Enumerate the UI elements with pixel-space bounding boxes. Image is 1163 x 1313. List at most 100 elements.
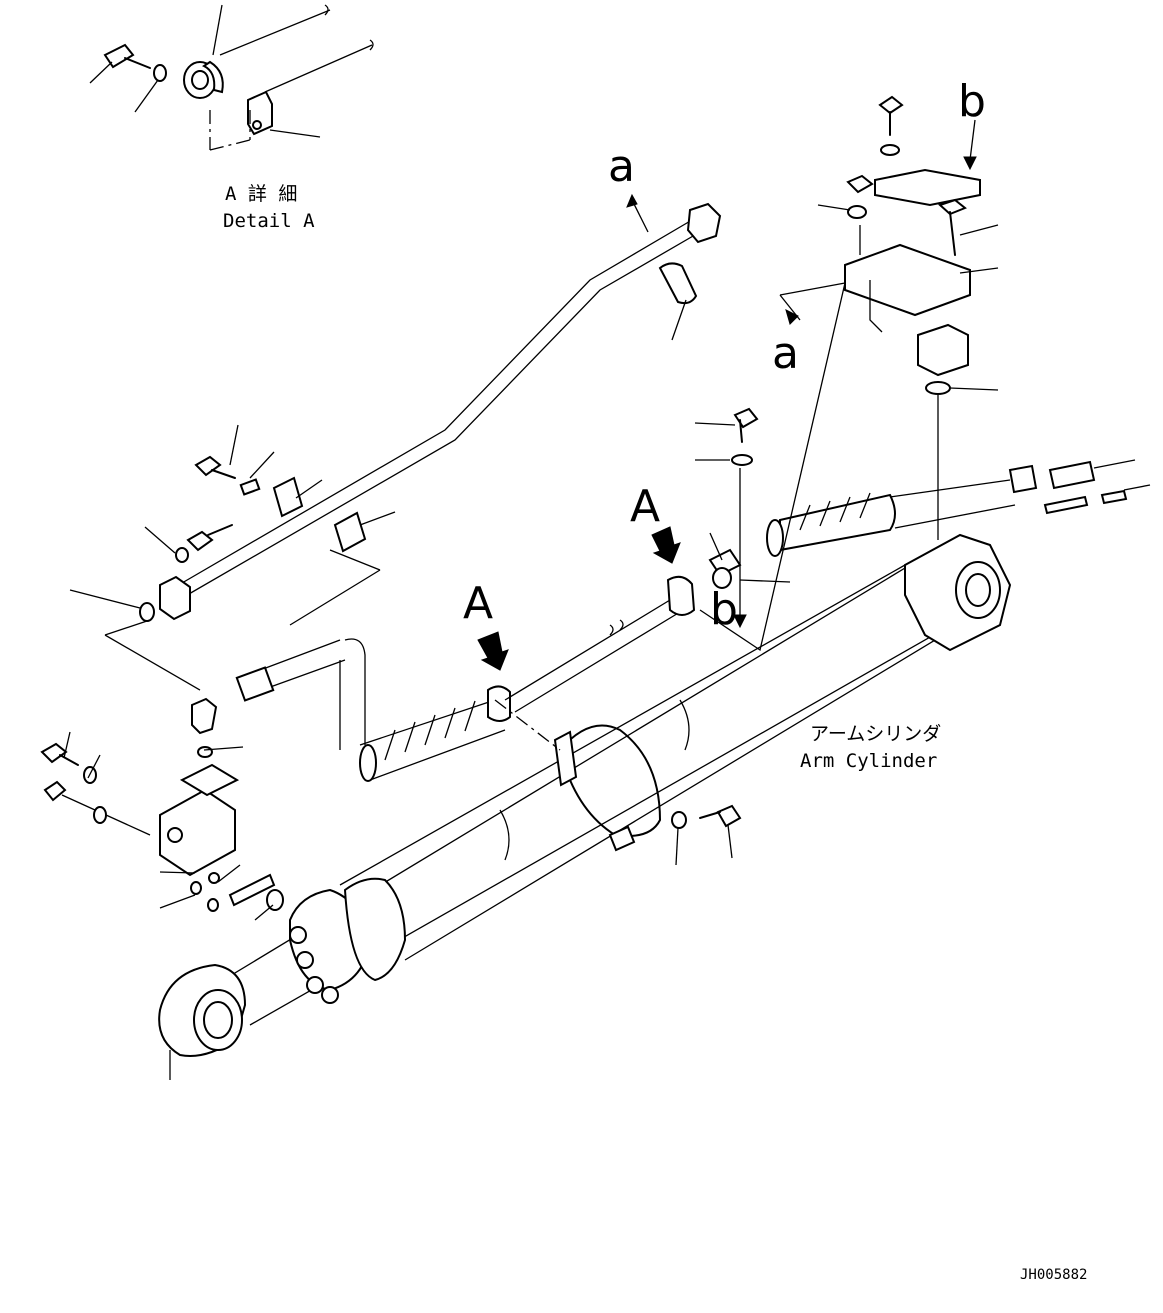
tube-flange-top bbox=[686, 202, 722, 244]
bolt-shank bbox=[949, 211, 956, 256]
o-ring bbox=[266, 889, 284, 911]
leader-line bbox=[949, 387, 999, 391]
arm-cylinder-title-en: Arm Cylinder bbox=[800, 750, 938, 772]
hose-sleeve-end bbox=[766, 519, 784, 557]
detail-break-mark bbox=[369, 39, 374, 51]
arrow-a-head bbox=[785, 309, 799, 325]
detail-a-view bbox=[89, 4, 374, 151]
hose-fitting bbox=[235, 666, 275, 702]
o-ring bbox=[197, 746, 213, 758]
hose-loop bbox=[339, 638, 366, 750]
o-ring bbox=[925, 381, 951, 395]
bolt-shank bbox=[699, 811, 721, 819]
hose-spiral-guard bbox=[384, 700, 476, 761]
bolt-shank bbox=[59, 754, 79, 766]
leader-line bbox=[817, 204, 851, 211]
group-line bbox=[329, 549, 381, 571]
mounting-bracket bbox=[844, 243, 971, 317]
bolt-shank bbox=[739, 419, 743, 443]
tube-edge-upper bbox=[169, 219, 693, 591]
leader-line bbox=[212, 4, 223, 56]
bolt-head bbox=[194, 455, 222, 477]
group-line bbox=[104, 619, 151, 636]
clamp-ring bbox=[712, 567, 732, 589]
tube-edge-lower bbox=[181, 231, 701, 599]
leader-line bbox=[69, 589, 141, 609]
leader-line bbox=[229, 424, 239, 466]
leader-line bbox=[694, 422, 736, 426]
valve-assembly bbox=[40, 697, 284, 921]
bolt-shank bbox=[124, 57, 151, 69]
detail-tube-line bbox=[264, 44, 373, 93]
rod-end-eye-inner bbox=[203, 1001, 233, 1039]
valve-block-upper bbox=[917, 323, 969, 377]
leader-line bbox=[269, 129, 321, 138]
o-ring bbox=[139, 602, 155, 622]
bracket-assembly bbox=[699, 95, 999, 652]
valve-port bbox=[167, 827, 183, 843]
hose-end-fitting bbox=[1008, 464, 1038, 494]
leader-line bbox=[671, 299, 687, 341]
leader-line bbox=[134, 79, 159, 113]
detail-tube-line bbox=[219, 9, 331, 56]
adapter bbox=[228, 873, 276, 907]
bolt-head bbox=[733, 407, 759, 429]
seal-bead bbox=[306, 976, 324, 994]
bracket-leg bbox=[869, 280, 883, 333]
tube-clamp bbox=[666, 575, 696, 616]
upper-plate bbox=[874, 168, 981, 207]
leader-line bbox=[359, 511, 396, 526]
group-line bbox=[289, 569, 381, 626]
leader-line bbox=[254, 904, 274, 921]
plug bbox=[190, 881, 202, 895]
drawing-code: JH005882 bbox=[1020, 1267, 1088, 1283]
bracket-plate bbox=[333, 511, 367, 553]
leader-line bbox=[959, 267, 999, 274]
bolt-head bbox=[716, 804, 742, 828]
band-clamp bbox=[494, 699, 742, 866]
leader-line bbox=[159, 871, 196, 874]
hose-left bbox=[235, 638, 511, 782]
view-a-left-label: A bbox=[463, 578, 494, 629]
tube-mid-edges bbox=[504, 599, 681, 713]
arrow-a-line bbox=[779, 282, 846, 296]
arrow-b-head bbox=[963, 156, 977, 171]
bolt-head bbox=[103, 43, 135, 69]
hose-end-edges bbox=[254, 639, 346, 691]
detail-a-title-en: Detail A bbox=[223, 210, 315, 232]
group-line bbox=[104, 634, 201, 691]
steel-tube bbox=[159, 193, 722, 621]
clamp-hole bbox=[252, 120, 262, 130]
arm-cylinder bbox=[158, 533, 1012, 1080]
bolt-head bbox=[878, 95, 904, 115]
tube-break-mark bbox=[609, 619, 624, 636]
leader-line bbox=[87, 754, 101, 779]
bolt-head bbox=[938, 198, 967, 216]
seal-bead bbox=[289, 926, 307, 944]
washer bbox=[671, 811, 687, 829]
cylinder-barrel bbox=[339, 564, 961, 961]
leader-line bbox=[89, 61, 113, 84]
band-clamp-lug bbox=[608, 825, 636, 852]
view-arrows bbox=[477, 526, 681, 671]
leader-line bbox=[144, 526, 176, 554]
tube-flange-bottom bbox=[159, 575, 191, 621]
bolt-head bbox=[40, 742, 68, 764]
arrow-a-head bbox=[626, 193, 638, 208]
hose-lower-edges bbox=[359, 699, 506, 781]
callout-b-mid: b bbox=[710, 584, 738, 635]
o-ring-small bbox=[208, 872, 220, 884]
leader-line bbox=[295, 479, 323, 499]
washer bbox=[880, 144, 900, 156]
washer bbox=[93, 806, 107, 824]
bracket-plate bbox=[272, 476, 304, 518]
leader-line bbox=[249, 451, 275, 479]
bolt-shank bbox=[207, 524, 233, 536]
cylinder-gland bbox=[343, 877, 407, 982]
pipe-stub bbox=[1123, 484, 1151, 491]
arrow-b-shaft bbox=[969, 119, 976, 161]
cylinder-head-eye-inner bbox=[965, 573, 991, 607]
arm-cylinder-title-jp: アームシリンダ bbox=[810, 723, 942, 745]
